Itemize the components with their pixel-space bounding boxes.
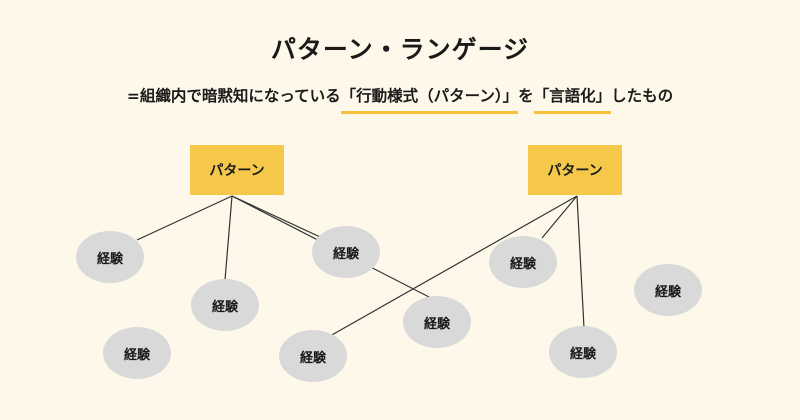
- connector-p1-e1: [136, 195, 233, 241]
- experience-node: 経験: [634, 264, 702, 316]
- experience-node: 経験: [549, 326, 617, 378]
- experience-node: 経験: [489, 236, 557, 288]
- pattern-box-left: パターン: [190, 145, 284, 195]
- experience-node: 経験: [103, 327, 171, 379]
- subtitle: =組織内で暗黙知になっている「行動様式（パターン）」を「言語化」したもの: [0, 84, 800, 114]
- connector-p1-e2: [224, 195, 233, 281]
- pattern-box-right: パターン: [528, 145, 622, 195]
- subtitle-text-1: =組織内で暗黙知になっている: [126, 87, 341, 105]
- subtitle-text-2: を: [518, 87, 534, 105]
- connector-p2-e9: [576, 195, 585, 329]
- experience-node: 経験: [403, 296, 471, 348]
- experience-node: 経験: [279, 330, 347, 382]
- connector-p2-e4: [541, 195, 578, 239]
- experience-node: 経験: [191, 279, 259, 331]
- experience-node: 経験: [76, 231, 144, 283]
- highlight-behavior-pattern: 「行動様式（パターン）」: [340, 84, 519, 114]
- highlight-verbalization: 「言語化」: [533, 84, 611, 114]
- connector-p2-e5: [329, 195, 578, 337]
- subtitle-text-3: したもの: [611, 87, 674, 105]
- experience-node: 経験: [312, 226, 380, 278]
- page-title: パターン・ランゲージ: [270, 35, 530, 64]
